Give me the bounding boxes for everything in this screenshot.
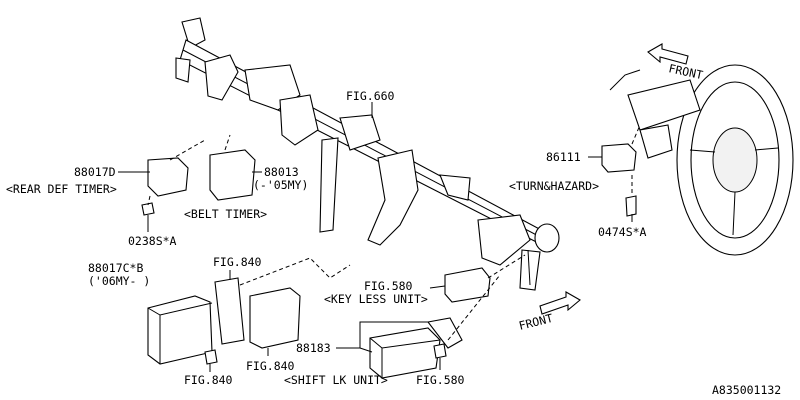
- front-arrow-bottom: [539, 291, 581, 315]
- label-88013: 88013: [264, 165, 299, 179]
- label-0238s: 0238S*A: [128, 234, 177, 248]
- label-86111: 86111: [546, 150, 581, 164]
- rear-def-timer-part: [147, 157, 189, 197]
- belt-timer-part: [209, 149, 256, 201]
- bracket-fig840: [214, 277, 245, 345]
- label-turn-hazard: <TURN&HAZARD>: [509, 179, 599, 193]
- label-shift-lk-unit: <SHIFT LK UNIT>: [284, 373, 388, 387]
- label-fig840-right[interactable]: FIG.840: [246, 359, 295, 373]
- label-fig580-top[interactable]: FIG.580: [364, 279, 413, 293]
- bolt-fig580: [433, 343, 447, 359]
- dashed-leaders: [147, 124, 641, 341]
- shift-lk-bracket: [427, 317, 463, 349]
- timer-88017c-part: [147, 295, 213, 365]
- leader-lines: [118, 102, 633, 372]
- label-88017d: 88017D: [74, 165, 116, 179]
- front-arrow-top: [647, 43, 689, 65]
- label-88183: 88183: [296, 341, 331, 355]
- control-unit-fig840: [249, 287, 301, 349]
- label-0474s: 0474S*A: [598, 225, 647, 239]
- label-88013-note: (-'05MY): [253, 178, 308, 192]
- label-key-less-unit: <KEY LESS UNIT>: [324, 292, 428, 306]
- label-fig580-bottom[interactable]: FIG.580: [416, 373, 465, 387]
- label-88017c: 88017C*B: [88, 261, 143, 275]
- screw-fig840: [204, 349, 218, 365]
- label-rear-def-timer: <REAR DEF TIMER>: [6, 182, 117, 196]
- label-fig660[interactable]: FIG.660: [346, 89, 395, 103]
- label-front-top: FRONT: [667, 61, 704, 82]
- label-fig840-top[interactable]: FIG.840: [213, 255, 262, 269]
- turn-hazard-relay: [601, 143, 637, 173]
- label-belt-timer: <BELT TIMER>: [184, 207, 267, 221]
- shift-lk-unit-part: [369, 327, 441, 379]
- label-front-bottom: FRONT: [517, 311, 554, 333]
- label-88017c-note: ('06MY- ): [88, 274, 150, 288]
- steering-wheel: [609, 64, 794, 256]
- diagram-id: A835001132: [712, 383, 781, 397]
- steering-support-beam: [175, 17, 560, 291]
- bolt-0474s: [625, 195, 637, 217]
- label-fig840-left[interactable]: FIG.840: [184, 373, 233, 387]
- key-less-unit-part: [444, 267, 491, 303]
